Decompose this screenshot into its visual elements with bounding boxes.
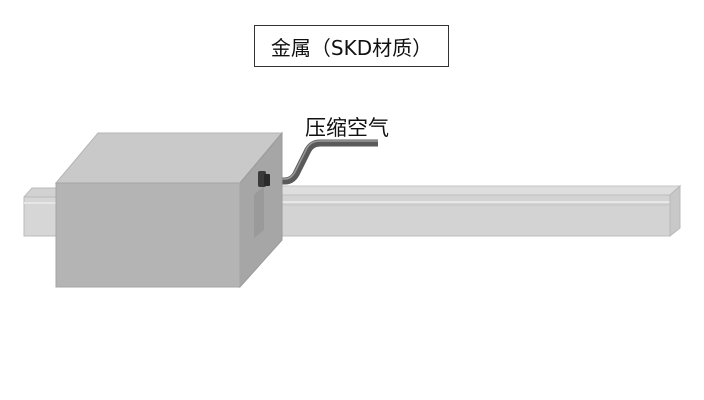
material-title: 金属（SKD材质） — [270, 35, 433, 60]
rail-end-face — [669, 184, 681, 238]
block-rail-slot — [254, 186, 264, 238]
hose-highlight — [268, 140, 378, 180]
rail-top-face — [252, 185, 682, 196]
air-fitting — [258, 171, 270, 187]
rail-left-stub — [23, 187, 57, 237]
material-title-box: 金属（SKD材质） — [254, 25, 449, 67]
carriage-block — [54, 131, 284, 289]
hose-body — [268, 139, 378, 185]
fitting-nut — [264, 174, 270, 186]
block-front-face — [55, 182, 241, 288]
guide-rail — [252, 184, 682, 238]
compressed-air-label: 压缩空气 — [305, 116, 389, 140]
air-hose — [268, 139, 378, 185]
